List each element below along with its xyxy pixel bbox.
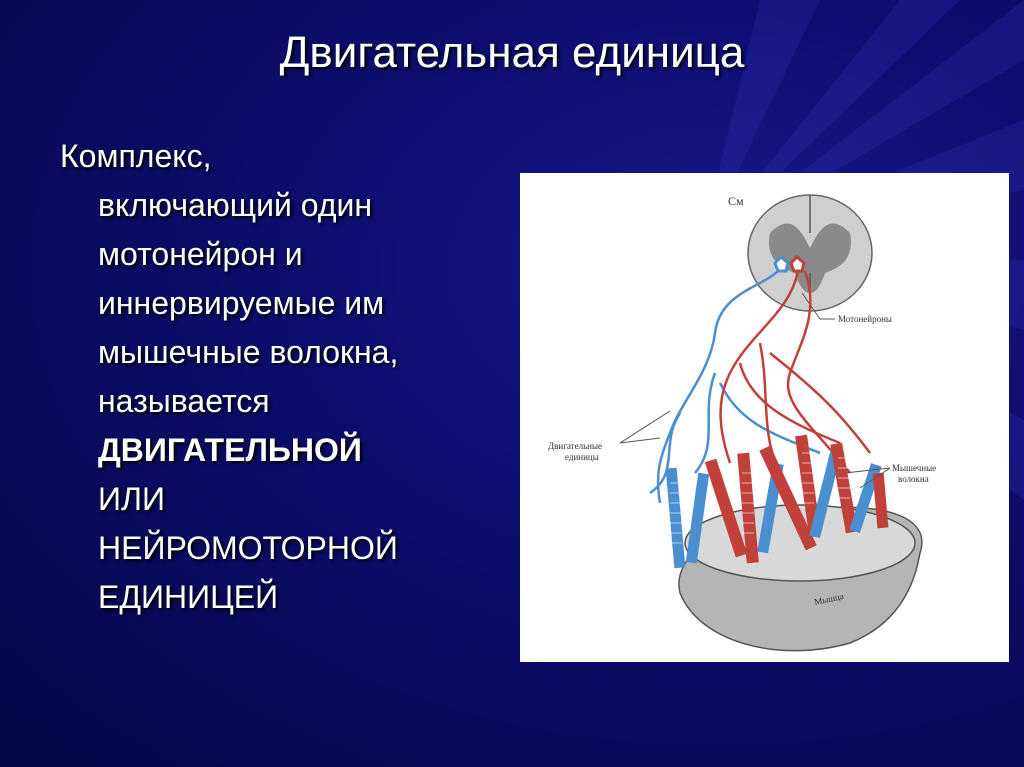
motor-unit-illustration: См Мотонейроны Мышца (520, 173, 1009, 662)
motoneuron-red (789, 254, 806, 273)
slide-body-text: Комплекс, включающий один мотонейрон и и… (60, 132, 500, 622)
text-line: НЕЙРОМОТОРНОЙ (98, 530, 398, 566)
text-line: мотонейрон и (98, 236, 303, 272)
fibers-pointers (844, 467, 891, 489)
label-muscle-fibers: Мышечные (892, 463, 936, 473)
text-line: иннервируемые им (98, 285, 385, 321)
spinal-cord: См (728, 194, 873, 312)
label-motoneurons: Мотонейроны (838, 314, 892, 324)
text-line: ИЛИ (98, 481, 165, 517)
slide-title: Двигательная единица (279, 28, 745, 77)
label-motor-units: Двигательные (548, 441, 602, 451)
muscle-fibers (665, 434, 889, 569)
text-line: ЕДИНИЦЕЙ (98, 579, 279, 615)
motor-unit-diagram: См Мотонейроны Мышца (548, 194, 936, 652)
text-line: Комплекс, (60, 138, 212, 174)
bold-term: ДВИГАТЕЛЬНОЙ (98, 432, 362, 468)
motoneuron-blue (773, 254, 790, 273)
text-line: включающий один (98, 187, 373, 223)
motor-units-pointers (619, 410, 671, 444)
label-muscle-fibers-2: волокна (898, 474, 929, 484)
label-spinal-cord: См (728, 194, 744, 208)
text-line: называется (98, 383, 270, 419)
text-line: мышечные волокна, (98, 334, 399, 370)
label-motor-units-2: единицы (565, 452, 599, 462)
